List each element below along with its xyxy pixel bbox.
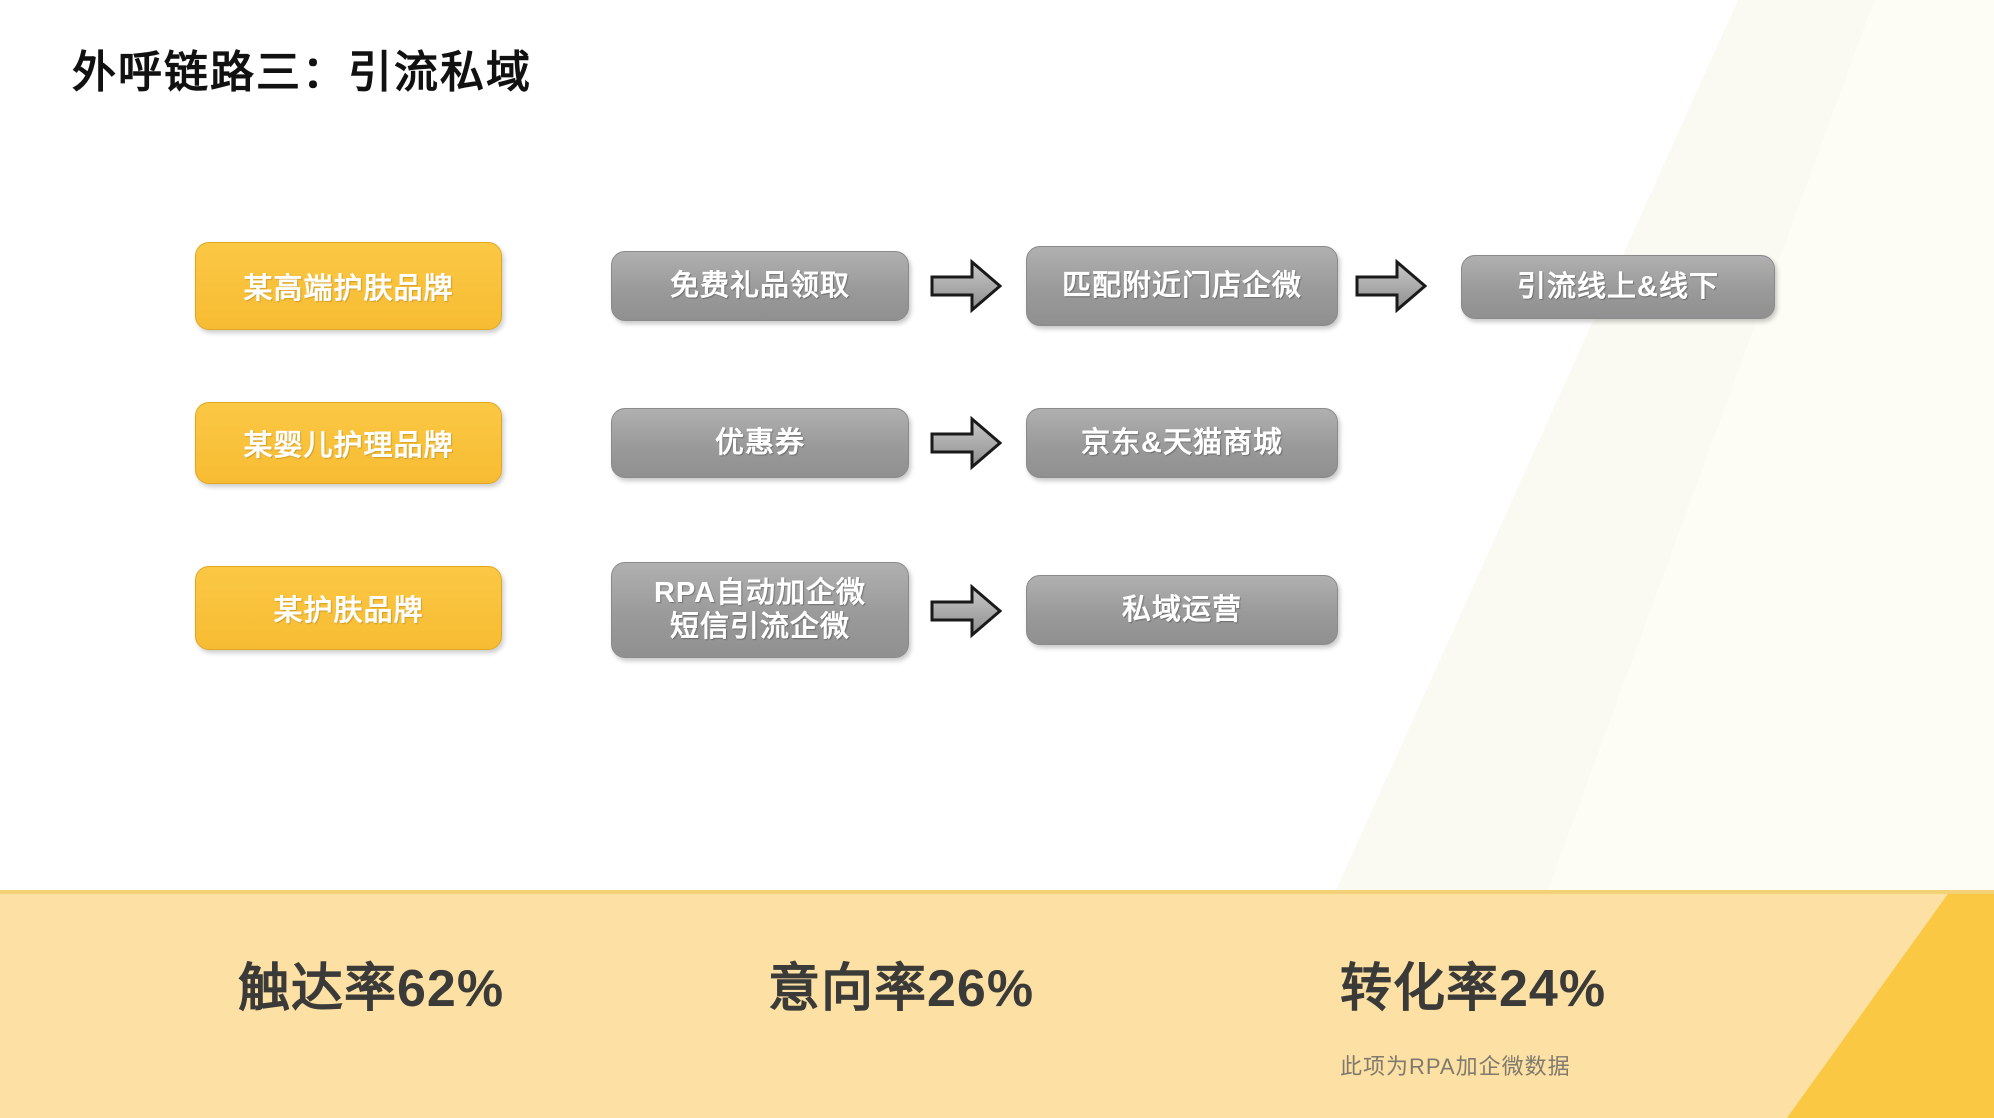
- step-label: RPA自动加企微 短信引流企微: [653, 576, 867, 643]
- step-box-1-2[interactable]: 匹配附近门店企微: [1026, 246, 1338, 326]
- brand-box-1[interactable]: 某高端护肤品牌: [195, 242, 502, 330]
- brand-box-3[interactable]: 某护肤品牌: [195, 566, 502, 650]
- arrow-1-1: [930, 258, 1003, 314]
- brand-box-2[interactable]: 某婴儿护理品牌: [195, 402, 502, 484]
- step-label: 引流线上&线下: [1517, 270, 1719, 303]
- arrow-3-1: [930, 583, 1003, 639]
- page-title: 外呼链路三：引流私域: [72, 48, 532, 97]
- step-label: 匹配附近门店企微: [1061, 269, 1302, 302]
- banner-corner-wedge: [1784, 894, 1994, 1118]
- flow-diagram: 某高端护肤品牌 免费礼品领取 匹配附近门店企微: [195, 242, 1775, 658]
- metrics-banner: 触达率62% 意向率26% 转化率24% 此项为RPA加企微数据: [0, 890, 1994, 1118]
- step-box-3-1[interactable]: RPA自动加企微 短信引流企微: [611, 562, 909, 658]
- arrow-1-2: [1355, 258, 1428, 314]
- brand-label: 某婴儿护理品牌: [243, 430, 454, 462]
- metric-reach-rate: 触达率62%: [238, 960, 505, 1018]
- step-box-3-2[interactable]: 私域运营: [1026, 575, 1338, 645]
- step-box-1-3[interactable]: 引流线上&线下: [1461, 255, 1775, 319]
- banner-footnote: 此项为RPA加企微数据: [1340, 1054, 1571, 1079]
- step-box-1-1[interactable]: 免费礼品领取: [611, 251, 909, 321]
- step-label: 免费礼品领取: [669, 269, 850, 302]
- metric-conversion-rate: 转化率24%: [1340, 960, 1607, 1018]
- step-box-2-2[interactable]: 京东&天猫商城: [1026, 408, 1338, 478]
- step-box-2-1[interactable]: 优惠券: [611, 408, 909, 478]
- step-label: 京东&天猫商城: [1081, 426, 1283, 459]
- brand-label: 某高端护肤品牌: [243, 273, 454, 305]
- metric-intent-rate: 意向率26%: [768, 960, 1035, 1018]
- step-label: 私域运营: [1121, 593, 1242, 626]
- brand-label: 某护肤品牌: [273, 595, 424, 627]
- step-label: 优惠券: [714, 426, 805, 459]
- arrow-2-1: [930, 415, 1003, 471]
